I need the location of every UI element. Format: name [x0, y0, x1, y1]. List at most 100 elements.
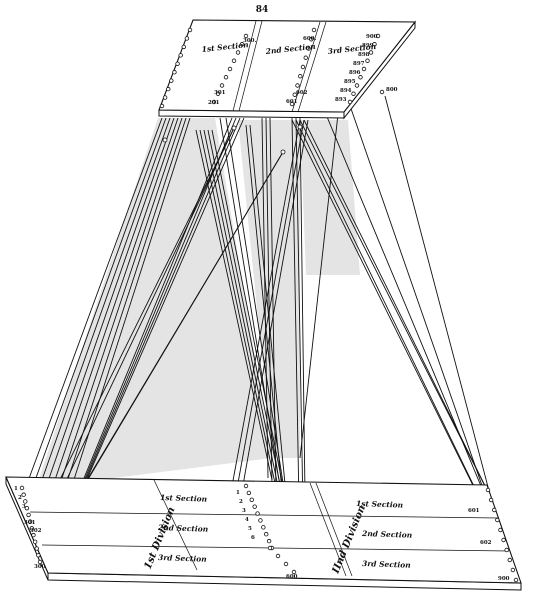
- top-terminal: [162, 95, 168, 100]
- page-number: 84: [256, 5, 269, 15]
- wire: [63, 117, 245, 533]
- bottom-number-300: 300: [34, 564, 46, 570]
- bottom-terminal: [264, 532, 269, 537]
- bottom-terminal: [24, 505, 30, 511]
- wire: [299, 119, 489, 493]
- wire: [51, 117, 191, 549]
- top-terminal: [219, 83, 225, 88]
- bottom-number-2: 2: [18, 495, 22, 501]
- bottom-terminal: [498, 527, 503, 533]
- wire: [39, 117, 179, 525]
- top-terminal: [172, 70, 177, 75]
- bottom-number-600: 600: [286, 574, 298, 580]
- top-terminal: [368, 50, 374, 55]
- top-terminal: [372, 42, 377, 47]
- bottom-terminal: [29, 526, 35, 531]
- top-number-201: 201: [208, 100, 220, 106]
- bottom-terminal: [36, 553, 41, 558]
- top-terminal: [175, 61, 180, 66]
- bottom-terminal: [507, 557, 512, 563]
- bottom-number-3: 3: [22, 504, 26, 510]
- top-terminal: [239, 42, 245, 47]
- wire: [239, 119, 309, 503]
- bottom-terminal: [19, 485, 25, 491]
- top-terminal: [365, 58, 370, 63]
- connection-wires: [23, 95, 517, 579]
- bottom-terminal: [21, 492, 26, 497]
- bottom-number-3b: 3: [242, 508, 246, 514]
- top-terminal: [379, 89, 385, 95]
- top-terminal: [289, 101, 295, 107]
- top-board: 1st Section 2nd Section 3rd Section 300.…: [158, 19, 417, 120]
- top-number-900: 900: [366, 34, 378, 40]
- bottom-number-2b: 2: [239, 499, 243, 505]
- bottom-terminal: [249, 497, 254, 502]
- top-number-895: 895: [344, 79, 356, 85]
- top-terminal: [361, 66, 367, 72]
- top-terminal: [303, 55, 308, 60]
- wire: [195, 129, 273, 481]
- top-terminal: [184, 36, 190, 41]
- wire: [43, 117, 183, 533]
- top-terminal: [181, 44, 186, 50]
- top-terminal: [227, 66, 233, 72]
- bottom-terminal: [266, 538, 272, 544]
- top-terminal: [306, 46, 311, 51]
- bottom-terminal: [485, 487, 491, 493]
- wire: [199, 129, 277, 489]
- bottom-number-5: 5: [248, 526, 252, 532]
- bottom-terminal: [246, 490, 252, 496]
- top-terminal: [358, 75, 363, 80]
- bottom-terminal: [492, 507, 497, 513]
- bottom-number-302: 302: [30, 528, 42, 534]
- top-number-896: 896: [349, 70, 361, 76]
- top-terminal: [309, 37, 314, 42]
- left-section-1-label: 1st Section: [160, 493, 207, 504]
- top-terminal: [235, 50, 241, 55]
- top-terminal: [243, 33, 249, 39]
- top-terminal: [351, 91, 356, 96]
- shaded-wire-planes: [36, 118, 360, 488]
- bottom-terminal: [275, 553, 281, 559]
- wire: [31, 117, 171, 509]
- bottom-number-301: 301: [24, 520, 36, 526]
- bottom-terminal: [495, 517, 500, 523]
- wire: [347, 99, 495, 521]
- top-terminal: [354, 83, 360, 88]
- bottom-number-4: 4: [245, 517, 249, 523]
- top-terminal: [178, 53, 183, 58]
- wire: [31, 127, 235, 537]
- bottom-terminal: [501, 537, 506, 543]
- wire: [269, 117, 277, 495]
- wire: [291, 119, 501, 541]
- top-number-897: 897: [353, 61, 365, 67]
- bottom-terminal: [510, 567, 516, 573]
- bottom-board: 1st Division IInd Division 1st Section 2…: [5, 476, 522, 591]
- bottom-terminal: [513, 577, 519, 583]
- left-section-2-label: 2nd Section: [157, 523, 208, 534]
- right-section-1-label: 1st Section: [356, 499, 403, 510]
- top-terminal: [169, 78, 174, 83]
- wire: [299, 95, 341, 459]
- top-number-600: 600.: [303, 36, 316, 42]
- left-section-3-label: 3rd Section: [158, 553, 207, 564]
- top-terminal: [298, 74, 303, 79]
- top-number-894: 894: [340, 88, 352, 94]
- bottom-terminal: [243, 483, 249, 489]
- top-terminal: [223, 75, 229, 80]
- top-terminal: [311, 27, 317, 33]
- bottom-terminal: [23, 499, 28, 504]
- top-number-602: 602: [296, 90, 308, 96]
- bottom-terminal: [291, 569, 297, 575]
- wire: [35, 127, 235, 545]
- top-terminal: [166, 86, 171, 92]
- bottom-terminal: [34, 546, 39, 551]
- bottom-terminal: [37, 559, 43, 565]
- bottom-number-601: 601: [468, 508, 480, 514]
- wire: [23, 117, 163, 493]
- wire: [35, 117, 175, 517]
- bottom-terminal: [31, 532, 36, 538]
- top-number-601: 601: [286, 99, 298, 105]
- top-terminal: [347, 99, 353, 105]
